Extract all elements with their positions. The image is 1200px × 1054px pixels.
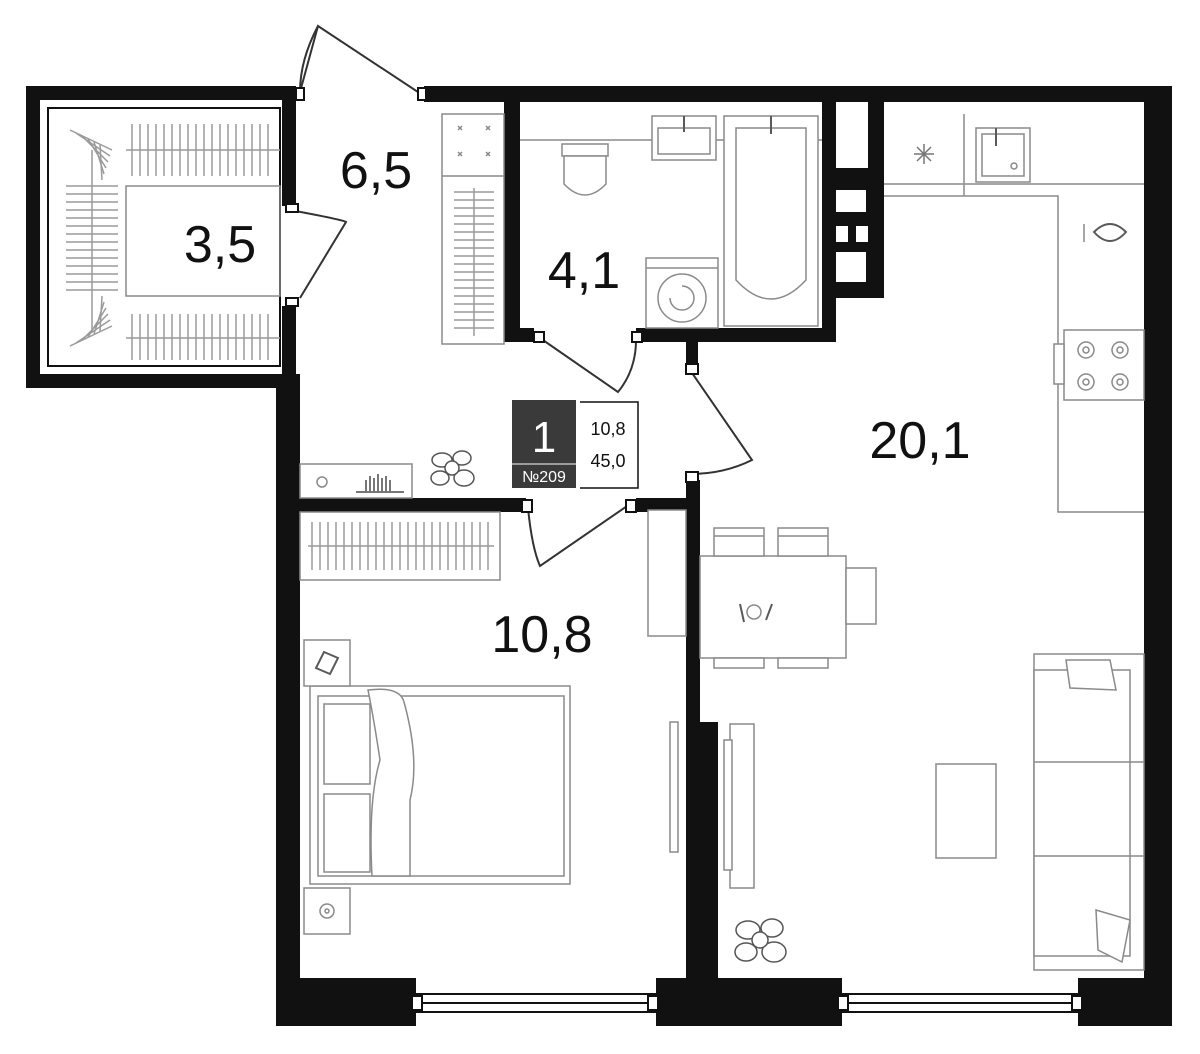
plant-icon (430, 450, 475, 487)
bedroom-wardrobe (299, 511, 501, 581)
nightstand-top (303, 639, 351, 687)
plant-icon-living (734, 918, 787, 963)
bed (309, 685, 571, 885)
apartment-number: №209 (522, 469, 566, 486)
badge-background (512, 400, 576, 488)
dining-table (699, 527, 877, 669)
windows (411, 993, 1083, 1013)
room-area-bedroom: 10,8 (491, 606, 592, 664)
coffee-table (935, 763, 997, 859)
room-area-walk-in-closet: 3,5 (184, 216, 256, 274)
apartment-badge: 1 №209 10,8 45,0 (512, 400, 639, 489)
kitchen-counter (884, 114, 1145, 513)
living-area: 10,8 (590, 419, 625, 439)
room-area-hallway: 6,5 (340, 142, 412, 200)
closet-shelves (66, 124, 494, 570)
living-tv-panel (647, 509, 755, 889)
room-area-bathroom: 4,1 (548, 242, 620, 300)
nightstand-bottom (303, 887, 351, 935)
room-area-kitchen-living: 20,1 (869, 412, 970, 470)
bathroom-fixtures (520, 115, 822, 329)
walls (26, 86, 1172, 1026)
hallway-shelf (299, 463, 413, 499)
sofa (1033, 653, 1145, 971)
rooms-count: 1 (532, 413, 556, 462)
total-area: 45,0 (590, 451, 625, 471)
hallway-wardrobe (441, 113, 505, 345)
doors (285, 24, 754, 568)
